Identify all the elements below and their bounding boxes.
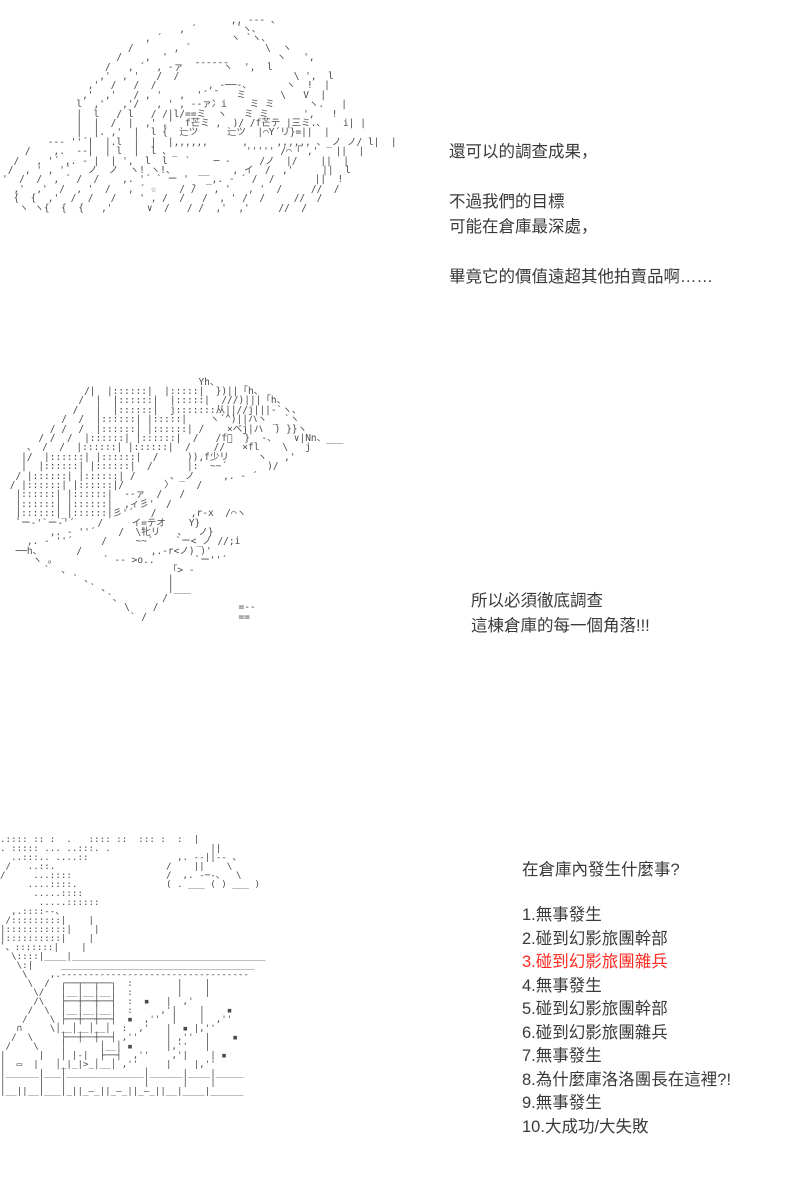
- choice-item-9[interactable]: 9.無事發生: [522, 1092, 794, 1116]
- choice-item-1[interactable]: 1.無事發生: [522, 904, 794, 928]
- choice-item-7[interactable]: 7.無事發生: [522, 1045, 794, 1069]
- choice-label: 為什麼庫洛洛團長在這裡?!: [535, 1070, 732, 1089]
- choice-label: 無事發生: [535, 1047, 602, 1065]
- choice-label: 碰到幻影旅團幹部: [535, 929, 668, 948]
- choice-label: 無事發生: [535, 906, 602, 924]
- choice-number: 1.: [522, 906, 536, 924]
- choice-item-8[interactable]: 8.為什麼庫洛洛團長在這裡?!: [522, 1069, 794, 1093]
- choice-question: 在倉庫內發生什麼事?: [522, 861, 680, 879]
- choice-label: 碰到幻影旅團雜兵: [535, 953, 668, 971]
- choice-label: 碰到幻影旅團雜兵: [535, 1023, 668, 1042]
- choice-item-5[interactable]: 5.碰到幻影旅團幹部: [522, 998, 794, 1022]
- dialogue-text-upper: 還可以的調查成果， 不過我們的目標 可能在倉庫最深處， 畢竟它的價值遠超其他拍賣…: [449, 143, 713, 286]
- choice-item-10[interactable]: 10.大成功/大失敗: [522, 1116, 794, 1140]
- ascii-art-warehouse-scene: .:::: :: : . :::: :: ::: : : | . ::::: .…: [0, 834, 266, 1098]
- choice-number: 7.: [522, 1047, 536, 1065]
- choice-number: 6.: [522, 1023, 536, 1042]
- dialogue-text-lower: 所以必須徹底調查 這棟倉庫的每一個角落!!!: [471, 592, 650, 635]
- choice-item-6[interactable]: 6.碰到幻影旅團雜兵: [522, 1022, 794, 1046]
- choice-label: 無事發生: [535, 1094, 602, 1112]
- choice-number: 10.: [522, 1117, 545, 1136]
- choice-number: 3.: [522, 953, 536, 971]
- choice-number: 5.: [522, 1000, 536, 1018]
- ascii-art-character-upper: ,, --- 、 , ´ `ヽ、 , ´ ヽ `ヽ、 / , ´ \ ヽ / ,…: [2, 14, 397, 214]
- choice-item-2[interactable]: 2.碰到幻影旅團幹部: [522, 928, 794, 952]
- choice-number: 2.: [522, 929, 536, 948]
- choice-label: 碰到幻影旅團幹部: [535, 1000, 668, 1018]
- choice-label: 大成功/大失敗: [544, 1117, 649, 1136]
- choice-number: 8.: [522, 1070, 536, 1089]
- ascii-art-character-lower: Yh、 /| |::::::| |:::::| })||「h、 / | |:::…: [9, 376, 344, 623]
- choice-number: 4.: [522, 976, 536, 995]
- choice-number: 9.: [522, 1094, 536, 1112]
- choice-item-3[interactable]: 3.碰到幻影旅團雜兵: [522, 951, 794, 975]
- choice-item-4[interactable]: 4.無事發生: [522, 975, 794, 999]
- choice-label: 無事發生: [535, 976, 602, 995]
